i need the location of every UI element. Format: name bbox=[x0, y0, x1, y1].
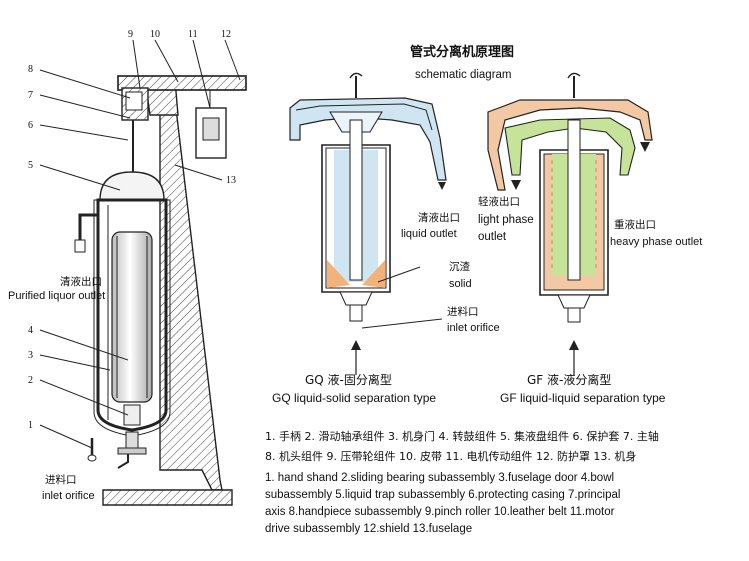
legend-en-line-1: 1. hand shand 2.sliding bearing subassem… bbox=[265, 472, 614, 484]
gq-solid-cn: 沉渣 bbox=[449, 260, 470, 273]
part-number-5: 5 bbox=[28, 160, 33, 171]
part-number-13: 13 bbox=[226, 175, 236, 186]
gq-separator-diagram bbox=[289, 72, 447, 375]
gf-heavy-outlet-cn: 重液出口 bbox=[614, 218, 656, 231]
part-number-2: 2 bbox=[28, 375, 33, 386]
purified-outlet-en-label: Purified liquor outlet bbox=[8, 290, 105, 302]
legend-cn-line-2: 8. 机头组件 9. 压带轮组件 10. 皮带 11. 电机传动组件 12. 防… bbox=[265, 449, 636, 463]
gq-solid-en: solid bbox=[449, 278, 472, 290]
inlet-orifice-en-label: inlet orifice bbox=[42, 490, 95, 502]
inlet-orifice-cn-label: 进料口 bbox=[45, 473, 77, 486]
gf-light-outlet-cn: 轻液出口 bbox=[478, 195, 520, 208]
part-number-8: 8 bbox=[28, 64, 33, 75]
gf-type-cn: GF 液-液分离型 bbox=[527, 372, 611, 387]
part-number-12: 12 bbox=[221, 29, 231, 40]
gf-light-outlet-en-1: light phase bbox=[478, 214, 534, 226]
diagram-title-cn: 管式分离机原理图 bbox=[410, 44, 514, 60]
part-number-10: 10 bbox=[150, 29, 160, 40]
part-number-3: 3 bbox=[28, 350, 33, 361]
legend-en-line-3: axis 8.handpiece subassembly 9.pinch rol… bbox=[265, 506, 615, 518]
part-number-6: 6 bbox=[28, 120, 33, 131]
part-number-11: 11 bbox=[188, 29, 198, 40]
legend-en-line-2: subassembly 5.liquid trap subassembly 6.… bbox=[265, 489, 620, 501]
gq-type-en: GQ liquid-solid separation type bbox=[272, 391, 436, 405]
diagram-title-en: schematic diagram bbox=[415, 69, 512, 81]
gq-liquid-outlet-cn: 清液出口 bbox=[418, 211, 460, 224]
legend-en-line-4: drive subassembly 12.shield 13.fuselage bbox=[265, 523, 472, 535]
purified-outlet-cn-label: 清液出口 bbox=[60, 275, 102, 288]
gf-type-en: GF liquid-liquid separation type bbox=[500, 391, 666, 405]
gf-light-outlet-en-2: outlet bbox=[478, 231, 507, 243]
part-number-labels: 8 7 6 5 4 3 2 1 9 10 11 12 13 bbox=[28, 29, 236, 431]
part-number-4: 4 bbox=[28, 325, 33, 336]
legend-cn-line-1: 1. 手柄 2. 滑动轴承组件 3. 机身门 4. 转鼓组件 5. 集液盘组件 … bbox=[265, 429, 659, 443]
gq-inlet-cn: 进料口 bbox=[447, 305, 479, 318]
parts-legend: 1. 手柄 2. 滑动轴承组件 3. 机身门 4. 转鼓组件 5. 集液盘组件 … bbox=[265, 429, 659, 535]
gq-liquid-outlet-en: liquid outlet bbox=[401, 228, 457, 240]
part-number-9: 9 bbox=[128, 29, 133, 40]
gq-type-cn: GQ 液-固分离型 bbox=[305, 372, 392, 387]
machine-drawing bbox=[39, 39, 247, 506]
gf-heavy-outlet-en: heavy phase outlet bbox=[610, 236, 702, 248]
gf-separator-diagram bbox=[487, 72, 653, 375]
part-number-7: 7 bbox=[28, 90, 33, 101]
gq-inlet-en: inlet orifice bbox=[447, 322, 500, 334]
part-number-1: 1 bbox=[28, 420, 33, 431]
